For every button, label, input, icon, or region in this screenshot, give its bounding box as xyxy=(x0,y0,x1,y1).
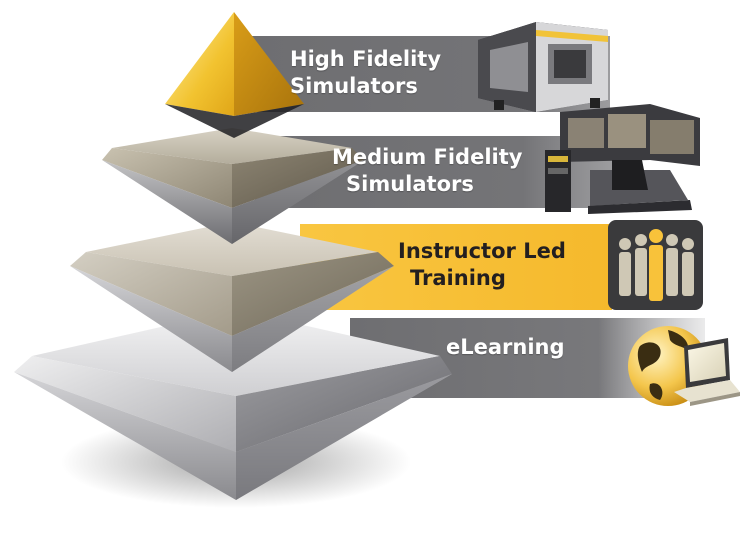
tier-label-medium-line2: Simulators xyxy=(346,172,474,196)
tier-label-high-line2: Simulators xyxy=(290,74,418,98)
tier-label-medium-fidelity: Medium Fidelity Simulators xyxy=(332,144,522,198)
band-instructor-led xyxy=(300,224,612,310)
tier-label-elearning: eLearning xyxy=(446,334,565,361)
tier-label-high-fidelity: High Fidelity Simulators xyxy=(290,46,441,100)
pyramid-tier-high xyxy=(165,12,304,138)
pyramid-tier-instructor xyxy=(70,222,394,372)
tier-label-instructor-line1: Instructor Led xyxy=(398,239,566,263)
desktop-simulator-icon xyxy=(545,104,700,214)
tier-label-medium-line1: Medium Fidelity xyxy=(332,145,523,169)
simulator-cabin-icon xyxy=(478,22,608,112)
tier-label-instructor-line2: Training xyxy=(410,266,506,290)
people-group-icon xyxy=(608,220,703,310)
tier-label-elearning-line1: eLearning xyxy=(446,335,565,359)
tier-label-instructor-led: Instructor Led Training xyxy=(398,238,566,292)
pyramid-tier-medium xyxy=(102,128,364,244)
tier-label-high-line1: High Fidelity xyxy=(290,47,442,71)
globe-laptop-icon xyxy=(628,326,740,406)
